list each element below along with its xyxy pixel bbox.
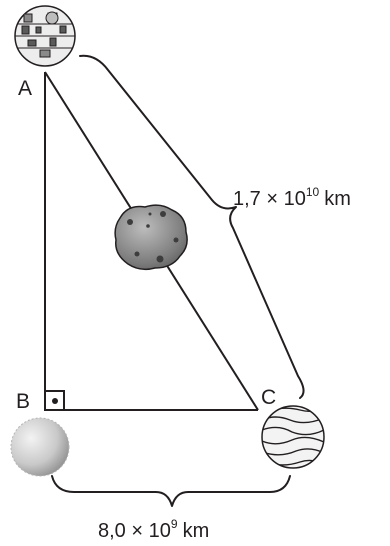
- label-b: B: [16, 390, 30, 413]
- label-a: A: [18, 77, 32, 100]
- death-star-icon: [14, 5, 76, 67]
- measurement-bc-mantissa: 8,0: [98, 520, 126, 542]
- measurement-bc-exponent: 9: [171, 517, 178, 531]
- measurement-ac-unit: km: [324, 188, 351, 210]
- measurement-ac-base: 10: [284, 188, 306, 210]
- measurement-bc-unit: km: [183, 520, 210, 542]
- brace-bc: [51, 475, 291, 507]
- measurement-bc-times: ×: [131, 520, 143, 542]
- moon-icon: [10, 417, 70, 477]
- brace-ac: [79, 54, 305, 399]
- measurement-ac-times: ×: [266, 188, 278, 210]
- right-angle-marker: [44, 390, 65, 411]
- measurement-ac: 1,7 × 1010 km: [233, 185, 351, 210]
- measurement-bc: 8,0 × 109 km: [98, 517, 209, 542]
- label-c: C: [261, 386, 276, 409]
- measurement-bc-base: 10: [149, 520, 171, 542]
- asteroid-icon: [114, 204, 188, 271]
- measurement-ac-mantissa: 1,7: [233, 188, 261, 210]
- gas-giant-icon: [261, 405, 325, 469]
- measurement-ac-exponent: 10: [306, 185, 320, 199]
